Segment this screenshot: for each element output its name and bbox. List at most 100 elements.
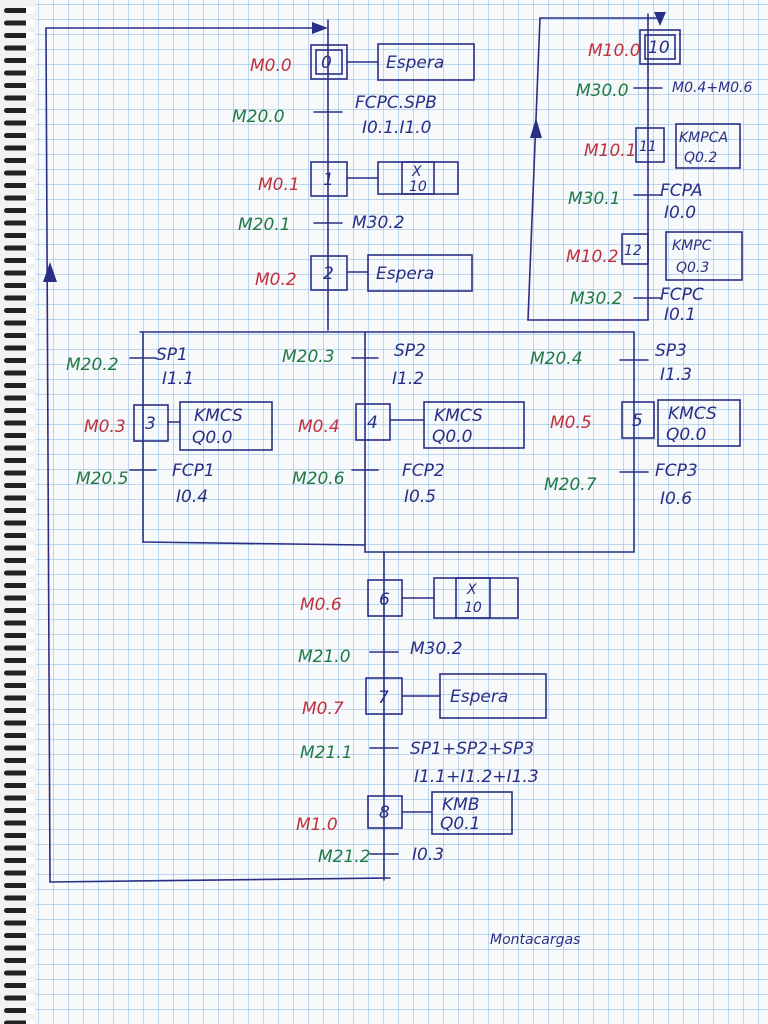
step-12-number: 12	[624, 243, 642, 259]
step-5-output: Q0.0	[666, 425, 706, 445]
spiral-hole	[26, 882, 34, 889]
spiral-ring	[4, 1008, 30, 1013]
spiral-ring	[4, 220, 30, 226]
spiral-hole	[26, 419, 34, 427]
spiral-hole	[26, 532, 34, 539]
spiral-hole	[26, 294, 34, 302]
branch-1-cond-address: I1.1	[162, 369, 194, 389]
spiral-hole	[26, 932, 34, 939]
spiral-ring	[4, 208, 30, 213]
step-11-output: Q0.2	[684, 150, 717, 166]
spiral-hole	[26, 457, 34, 464]
step-6-timer-value: 10	[464, 600, 482, 616]
transition-m30-1-cond: FCPA	[660, 181, 703, 201]
spiral-hole	[26, 794, 34, 802]
spiral-ring	[4, 83, 30, 88]
step-4-box	[355, 403, 391, 441]
spiral-hole	[26, 1007, 34, 1014]
spiral-ring	[4, 720, 30, 726]
spiral-hole	[26, 744, 34, 752]
spiral-hole	[26, 507, 34, 514]
transition-m21-2-marker: M21.2	[318, 847, 371, 867]
spiral-ring	[4, 920, 30, 926]
step-3-marker: M0.3	[84, 417, 126, 437]
spiral-hole	[26, 157, 34, 164]
step-8-marker: M1.0	[296, 815, 338, 835]
step-1-marker: M0.1	[258, 175, 300, 195]
spiral-ring	[4, 358, 30, 363]
step-12-output: Q0.3	[676, 260, 709, 276]
spiral-ring	[4, 783, 30, 788]
spiral-hole	[26, 819, 34, 827]
arrow-down-icon	[654, 12, 666, 26]
step-12-marker: M10.2	[566, 247, 619, 267]
spiral-hole	[26, 569, 34, 577]
spiral-ring	[4, 408, 30, 413]
spiral-hole	[26, 869, 34, 877]
spiral-hole	[26, 169, 34, 177]
spiral-ring	[4, 683, 30, 688]
step-5-box	[621, 401, 655, 439]
spiral-hole	[26, 119, 34, 127]
step-10-inner-box	[644, 34, 676, 60]
footer-note: Montacargas	[490, 932, 580, 948]
spiral-ring	[4, 558, 30, 563]
spiral-ring	[4, 545, 30, 551]
spiral-hole	[26, 432, 34, 439]
spiral-hole	[26, 344, 34, 352]
branch-1-end-address: I0.4	[176, 487, 208, 507]
spiral-ring	[4, 58, 30, 63]
spiral-ring	[4, 445, 30, 451]
spiral-hole	[26, 144, 34, 152]
step-1-timer-value: 10	[409, 179, 427, 195]
branch-2-end-marker: M20.6	[292, 469, 345, 489]
spiral-hole	[26, 332, 34, 339]
step-5-action-box	[657, 399, 741, 447]
spiral-hole	[26, 894, 34, 902]
spiral-binding	[0, 0, 36, 1024]
step-12-action-box	[665, 231, 743, 281]
step-3-action: KMCS	[194, 406, 243, 426]
spiral-hole	[26, 194, 34, 202]
step-0-action-box	[377, 43, 475, 81]
step-4-action: KMCS	[434, 406, 483, 426]
spiral-ring	[4, 620, 30, 626]
spiral-ring	[4, 395, 30, 401]
step-0-marker: M0.0	[250, 56, 292, 76]
spiral-hole	[26, 257, 34, 264]
spiral-hole	[26, 707, 34, 714]
step-11-marker: M10.1	[584, 141, 637, 161]
spiral-ring	[4, 645, 30, 651]
spiral-hole	[26, 232, 34, 239]
step-8-action: KMB	[442, 795, 479, 815]
spiral-ring	[4, 133, 30, 138]
transition-m21-0-cond: M30.2	[410, 639, 463, 659]
spiral-hole	[26, 644, 34, 652]
spiral-hole	[26, 357, 34, 364]
spiral-hole	[26, 219, 34, 227]
step-10-box	[639, 29, 681, 65]
spiral-ring	[4, 470, 30, 476]
spiral-hole	[26, 607, 34, 614]
branch-2-cond: SP2	[394, 341, 426, 361]
transition-m21-1-cond: SP1+SP2+SP3	[410, 739, 534, 759]
spiral-ring	[4, 458, 30, 463]
spiral-hole	[26, 207, 34, 214]
spiral-ring	[4, 870, 30, 876]
step-2-box	[310, 255, 348, 291]
transition-m30-2-address: I0.1	[664, 305, 696, 325]
spiral-ring	[4, 120, 30, 126]
spiral-ring	[4, 995, 30, 1001]
transition-m30-0-cond: M0.4+M0.6	[672, 80, 753, 96]
branch-2-cond-marker: M20.3	[282, 347, 335, 367]
spiral-hole	[26, 719, 34, 727]
spiral-ring	[4, 233, 30, 238]
spiral-ring	[4, 570, 30, 576]
spiral-hole	[26, 394, 34, 402]
step-8-output: Q0.1	[440, 814, 480, 834]
step-2-number: 2	[323, 264, 334, 284]
spiral-hole	[26, 619, 34, 627]
spiral-hole	[26, 669, 34, 677]
return-loop-left	[45, 27, 391, 883]
